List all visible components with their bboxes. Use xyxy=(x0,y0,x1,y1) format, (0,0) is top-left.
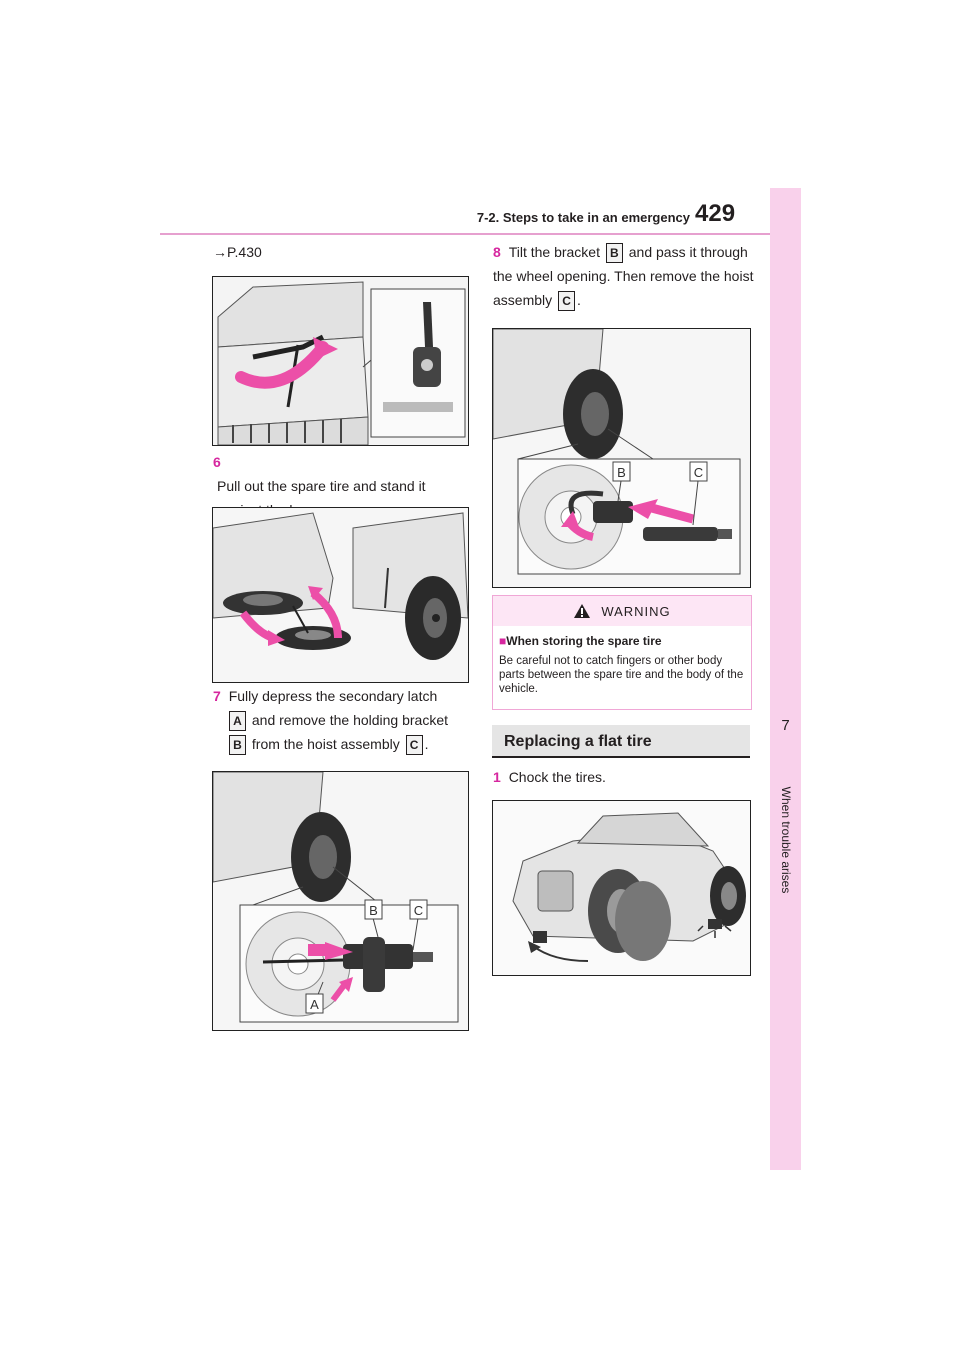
chapter-side-tab xyxy=(770,188,801,1170)
figure-holding-bracket-drawing: B C A xyxy=(213,772,468,1030)
section-heading: Replacing a flat tire xyxy=(492,725,750,758)
figure-spare-tire-bumper xyxy=(212,507,469,683)
callout-b: B xyxy=(617,465,626,480)
step-1-text: Chock the tires. xyxy=(508,769,606,785)
callout-b: B xyxy=(369,903,378,918)
step-8-number: 8 xyxy=(493,244,501,260)
badge-b: B xyxy=(229,735,246,756)
step-7: 7 Fully depress the secondary latch A an… xyxy=(213,684,473,756)
header-section-title: 7-2. Steps to take in an emergency xyxy=(476,210,690,225)
callout-c: C xyxy=(694,465,703,480)
page-reference: →P.430 xyxy=(213,244,262,260)
badge-c: C xyxy=(405,735,423,756)
chapter-label: When trouble arises xyxy=(779,786,793,894)
figure-chock-tires xyxy=(492,800,751,976)
warning-header: WARNING xyxy=(493,596,751,626)
callout-c: C xyxy=(414,903,423,918)
step-7-number: 7 xyxy=(213,688,221,704)
square-bullet-icon: ■ xyxy=(499,634,507,648)
step-8-text-2: and pass it through the wheel opening. T… xyxy=(493,244,754,308)
step-1: 1 Chock the tires. xyxy=(493,765,748,789)
step-8-text-1: Tilt the bracket xyxy=(508,244,600,260)
step-7-text-2: and remove the holding bracket xyxy=(251,712,449,728)
step-7-text-4: . xyxy=(424,736,429,752)
page-number: 429 xyxy=(695,200,736,227)
step-8: 8 Tilt the bracket B and pass it through… xyxy=(493,240,758,312)
badge-b: B xyxy=(605,243,623,264)
figure-tilt-bracket-drawing: B C xyxy=(493,329,750,587)
warning-subtitle-row: ■When storing the spare tire xyxy=(499,634,751,648)
step-6-number: 6 xyxy=(213,454,221,470)
warning-subtitle: When storing the spare tire xyxy=(506,634,662,648)
warning-triangle-icon xyxy=(574,604,591,618)
warning-title: WARNING xyxy=(601,603,671,619)
badge-a: A xyxy=(229,711,246,732)
step-8-text-3: . xyxy=(577,292,581,308)
figure-tilt-bracket: B C xyxy=(492,328,751,588)
figure-spare-tire-bumper-drawing xyxy=(213,508,468,682)
callout-a: A xyxy=(310,997,319,1012)
warning-body: Be careful not to catch fingers or other… xyxy=(499,655,744,695)
step-7-text-3: from the hoist assembly xyxy=(251,736,400,752)
badge-c: C xyxy=(558,291,576,312)
figure-holding-bracket: B C A xyxy=(212,771,469,1031)
step-1-number: 1 xyxy=(493,769,501,785)
figure-tool-removal xyxy=(212,276,469,446)
figure-tool-removal-drawing xyxy=(213,277,468,445)
figure-chock-tires-drawing xyxy=(493,801,750,975)
chapter-number: 7 xyxy=(781,717,790,734)
header-rule xyxy=(160,233,770,235)
warning-box: WARNING ■When storing the spare tire Be … xyxy=(492,595,752,710)
step-7-text-1: Fully depress the secondary latch xyxy=(228,688,438,704)
